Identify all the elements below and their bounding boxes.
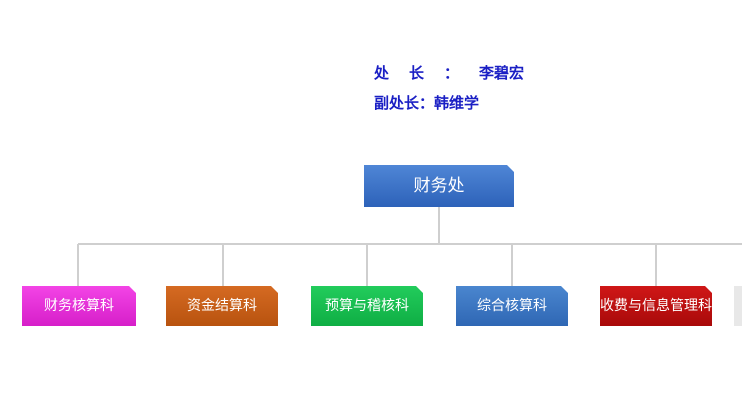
director-name: 李碧宏	[479, 64, 525, 82]
cropped-node-edge	[734, 286, 742, 326]
root-node-finance-office: 财务处	[364, 165, 514, 207]
leadership-block: 处长：李碧宏 副处长：韩维学	[374, 58, 574, 118]
deputy-director-label: 副处长：	[374, 94, 435, 112]
director-label: 处长：	[374, 64, 480, 82]
director-row: 处长：李碧宏	[374, 58, 574, 88]
dept-node-accounting: 财务核算科	[22, 286, 136, 326]
deputy-director-row: 副处长：韩维学	[374, 88, 574, 118]
dept-node-fees-information: 收费与信息管理科	[600, 286, 712, 326]
dept-node-budget-audit: 预算与稽核科	[311, 286, 423, 326]
dept-node-general-accounting: 综合核算科	[456, 286, 568, 326]
deputy-director-name: 韩维学	[434, 94, 480, 112]
dept-node-fund-settlement: 资金结算科	[166, 286, 278, 326]
